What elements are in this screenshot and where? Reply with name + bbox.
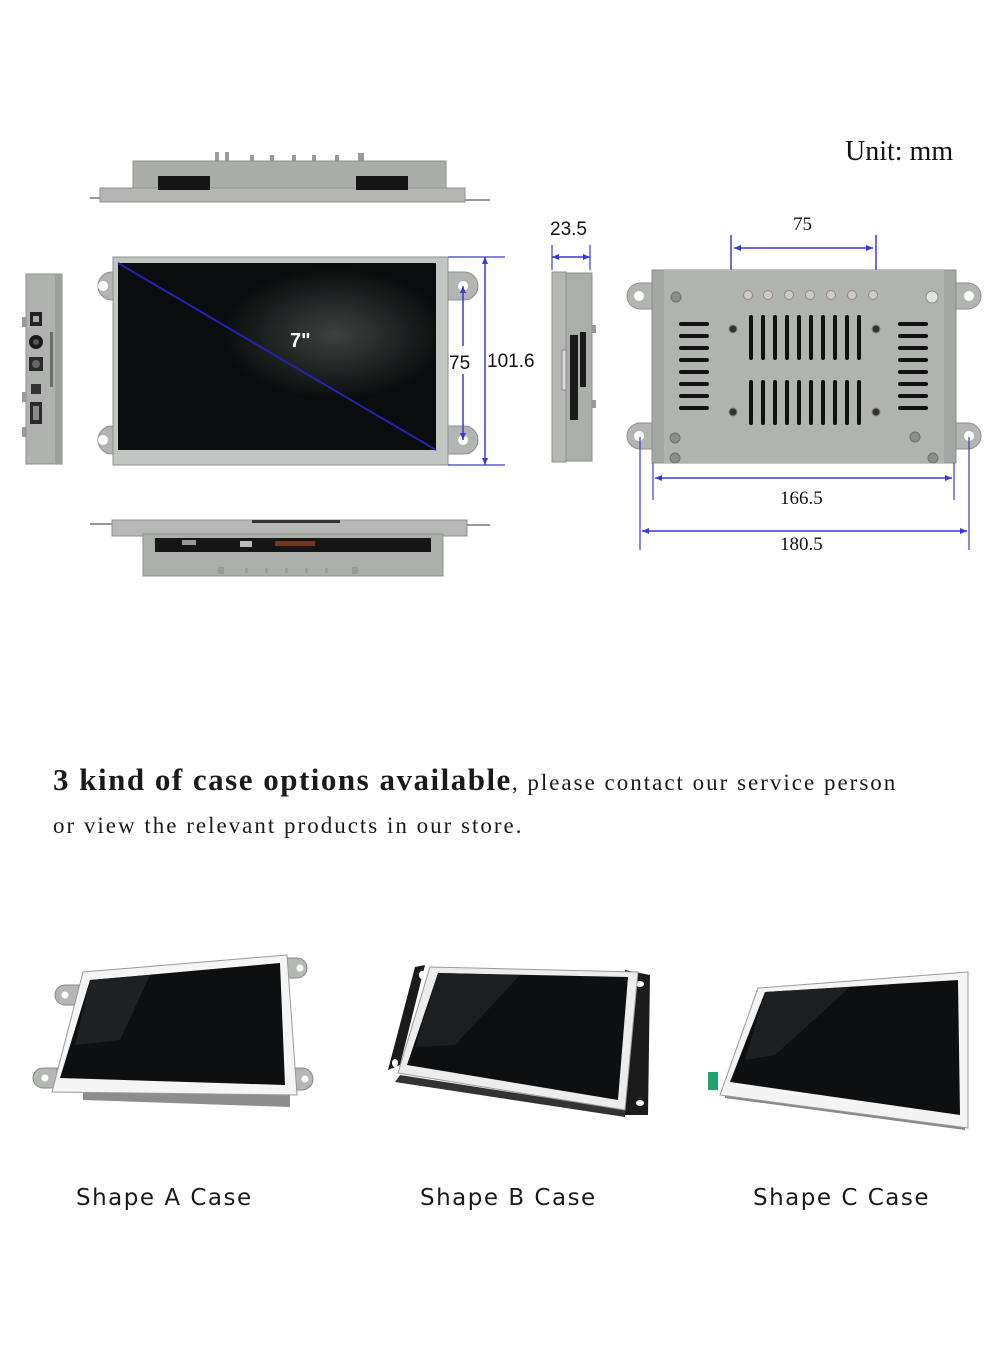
mount-spacing-vertical-label: 75 (449, 353, 470, 374)
bottom-edge-view (90, 512, 490, 577)
case-a-image (32, 950, 325, 1120)
flex-connector-icon (708, 1072, 718, 1090)
headline-bold: 3 kind of case options available (53, 762, 512, 797)
right-side-view: 23.5 (540, 215, 610, 470)
headline-rest: , please contact our service person (511, 770, 898, 795)
top-edge-view (90, 148, 490, 208)
headline-line2: or view the relevant products in our sto… (53, 813, 524, 838)
back-view: 75 (620, 205, 990, 560)
unit-label: Unit: mm (845, 136, 954, 167)
case-c-image (700, 960, 975, 1140)
body-width-label: 166.5 (780, 488, 823, 509)
diagonal-size-label: 7" (290, 330, 311, 352)
overall-width-label: 180.5 (780, 534, 823, 555)
case-options-headline: 3 kind of case options available, please… (53, 760, 973, 846)
case-a-label: Shape A Case (76, 1185, 253, 1211)
overall-height-label: 101.6 (487, 351, 535, 372)
depth-label: 23.5 (550, 219, 587, 240)
case-b-image (370, 955, 660, 1125)
front-view: 7" 75 101.6 (80, 250, 550, 475)
left-side-view (22, 272, 70, 467)
case-c-label: Shape C Case (753, 1185, 930, 1211)
mount-spacing-horizontal-label: 75 (793, 214, 812, 235)
case-b-label: Shape B Case (420, 1185, 597, 1211)
